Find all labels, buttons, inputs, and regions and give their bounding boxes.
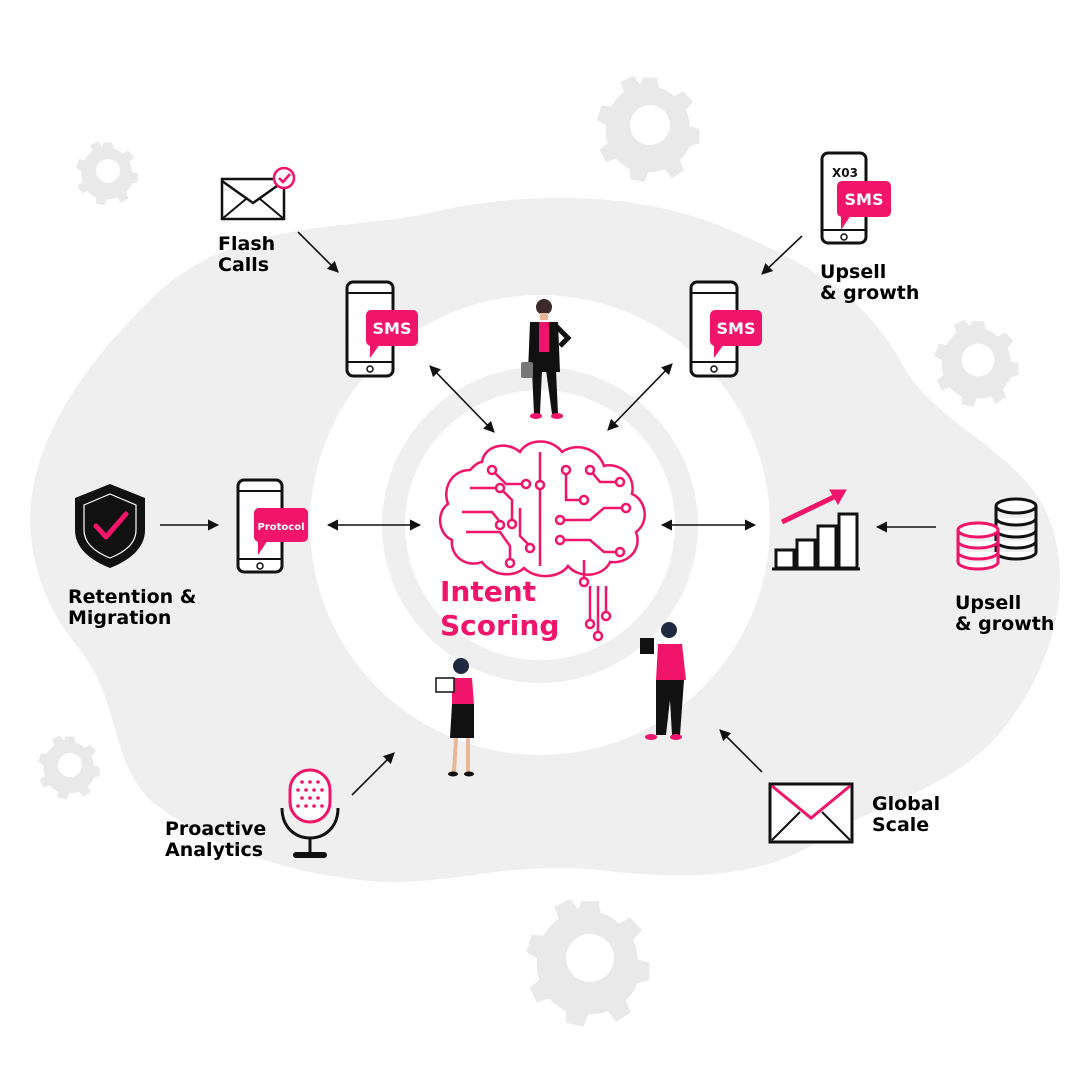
arrow-upsell-top [761,235,803,275]
label-proactive: Proactive Analytics [165,819,266,861]
label-line: Retention & [68,586,197,608]
center-title: Intent Scoring [440,575,559,643]
label-line: Upsell [820,261,887,283]
woman-tablet-figure [640,622,686,740]
businessman-figure [521,299,572,419]
svg-text:SMS: SMS [717,319,756,338]
phone-sms-icon: SMS [689,280,762,378]
woman-laptop-figure [435,658,474,777]
label-line: Flash [218,233,276,255]
label-upsell-right: Upsell & growth [955,593,1054,635]
shield-check-icon [75,484,145,568]
coins-stack-icon [956,497,1038,571]
arrow-global [719,729,763,773]
label-line: Analytics [165,839,264,861]
center-title-line: Intent [440,575,537,608]
label-line: Global [872,793,941,815]
svg-text:SMS: SMS [845,190,884,209]
label-retention: Retention & Migration [68,587,196,629]
label-line: Upsell [955,592,1022,614]
label-line: & growth [955,613,1055,635]
gear-icon [526,898,650,1027]
arrow-sms-right-brain [607,363,673,431]
svg-text:Protocol: Protocol [257,522,304,533]
growth-chart-icon [772,489,860,571]
label-line: Calls [218,254,270,276]
gear-icon [76,141,138,206]
brain-circuit-icon [439,440,646,642]
label-line: Migration [68,607,172,629]
arrow-sms-left-brain [429,365,495,433]
label-line: Proactive [165,818,267,840]
label-line: Scale [872,814,930,836]
phone-protocol-icon: Protocol [236,478,308,574]
svg-text:X03: X03 [832,166,858,180]
envelope-check-icon [220,166,296,221]
gear-icon [596,75,700,182]
arrow-proactive [351,752,395,796]
phone-sms-icon: SMS [345,280,418,378]
phone-sms-icon: X03 SMS [820,151,891,245]
center-title-line: Scoring [440,609,560,642]
label-upsell-top: Upsell & growth [820,262,919,304]
label-flash-calls: Flash Calls [218,234,275,276]
gear-icon [934,319,1019,407]
svg-text:SMS: SMS [373,319,412,338]
label-line: & growth [820,282,920,304]
gear-icon [38,735,100,800]
label-global: Global Scale [872,794,940,836]
microphone-icon [280,768,340,858]
envelope-icon [768,782,854,844]
arrow-flash-calls [297,231,339,273]
